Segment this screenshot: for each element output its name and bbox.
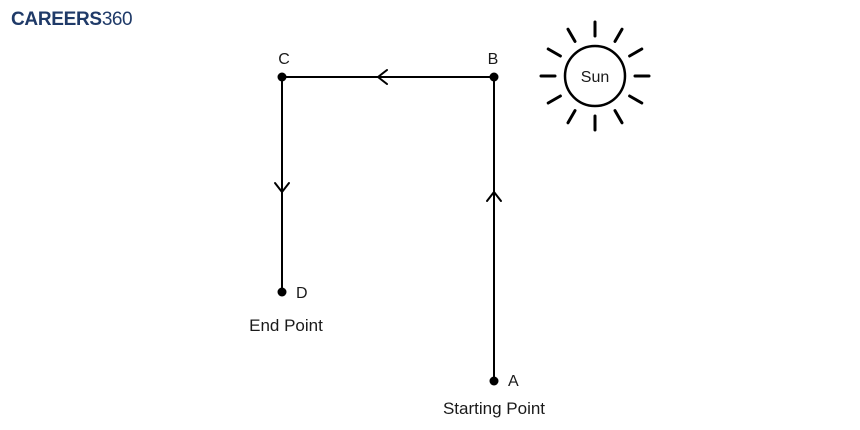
sun-icon: Sun xyxy=(539,20,651,132)
sun-ray xyxy=(546,47,562,58)
point-b-label: B xyxy=(488,51,499,68)
sun-ray xyxy=(546,94,562,105)
point-labels: A B C D Starting Point End Point xyxy=(249,51,545,418)
point-d-dot xyxy=(277,287,287,297)
logo-word: CAREERS xyxy=(11,9,102,30)
careers360-logo: CAREERS 360 xyxy=(11,8,133,32)
path-points xyxy=(277,72,499,386)
sun-ray xyxy=(613,27,624,43)
sun-disc xyxy=(563,44,627,108)
sun-ray xyxy=(628,94,644,105)
arrow-up-icon xyxy=(486,191,502,202)
arrow-left-icon xyxy=(377,69,388,85)
arrow-down-icon xyxy=(274,182,290,193)
point-a-dot xyxy=(489,376,499,386)
sun-ray xyxy=(566,27,577,43)
sun-label: Sun xyxy=(581,69,609,86)
point-c-label: C xyxy=(278,51,290,68)
point-d-label: D xyxy=(296,285,308,302)
sun-ray xyxy=(613,109,624,125)
starting-point-caption: Starting Point xyxy=(443,399,545,418)
logo-number: 360 xyxy=(101,9,133,30)
end-point-caption: End Point xyxy=(249,316,323,335)
point-c-dot xyxy=(277,72,287,82)
sun-ray xyxy=(628,47,644,58)
sun-rays xyxy=(539,20,651,132)
point-a-label: A xyxy=(508,373,519,390)
sun-ray xyxy=(566,109,577,125)
point-b-dot xyxy=(489,72,499,82)
path-lines xyxy=(281,76,495,382)
direction-arrows xyxy=(274,69,502,202)
